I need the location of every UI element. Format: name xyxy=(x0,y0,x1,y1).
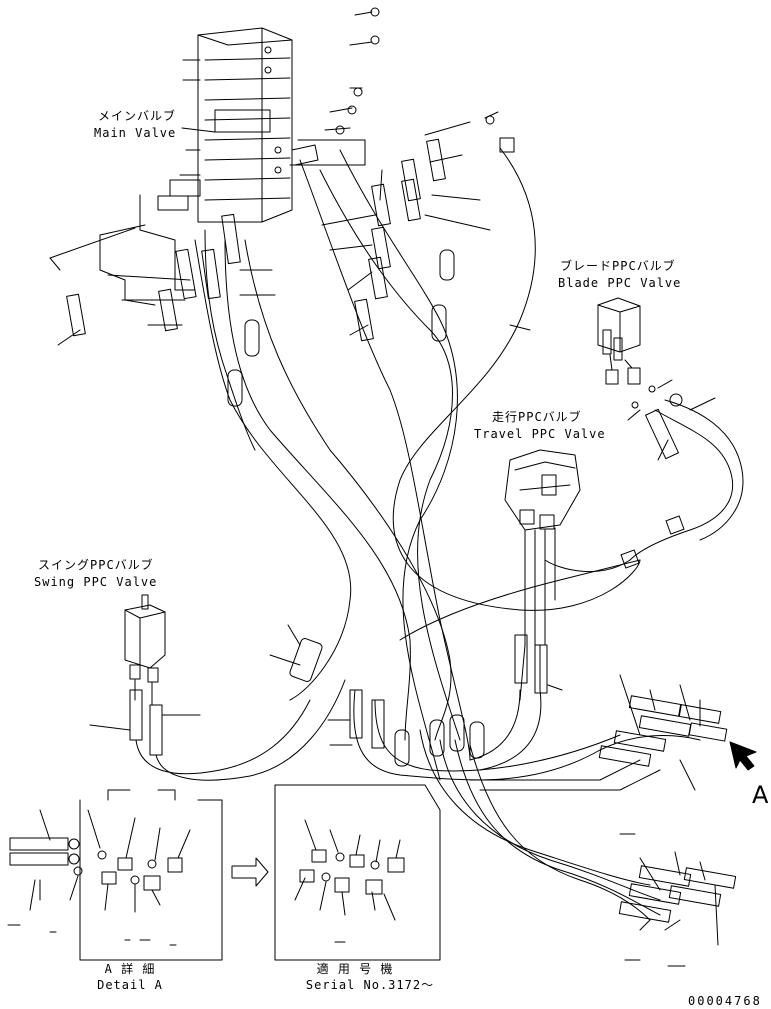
detail-a-label-en: Detail A xyxy=(97,978,163,992)
hose-to-blade xyxy=(392,147,641,611)
hose-bundle-left xyxy=(49,194,452,741)
serial-panel xyxy=(274,784,441,961)
travel-ppc-label-jp: 走行PPCバルブ xyxy=(492,410,582,424)
swing-ppc-label-jp: スイングPPCバルブ xyxy=(38,558,154,572)
swing-ppc-label-en: Swing PPC Valve xyxy=(34,575,158,589)
blade-ppc-label-en: Blade PPC Valve xyxy=(558,276,682,290)
hose-bundle-lower xyxy=(327,674,737,967)
hose-bundle-center xyxy=(289,121,491,781)
detail-a-panel xyxy=(7,789,223,961)
view-letter-a: A xyxy=(752,781,770,809)
travel-ppc-valve xyxy=(469,449,631,771)
main-valve-label-jp: メインバルブ xyxy=(98,109,177,123)
serial-label-jp: 適 用 号 機 xyxy=(316,962,394,976)
main-valve xyxy=(157,7,515,223)
travel-ppc-label-en: Travel PPC Valve xyxy=(474,427,606,441)
serial-label-en: Serial No.3172～ xyxy=(305,978,435,992)
view-arrow-icon xyxy=(729,741,757,771)
drawing-code: 00004768 xyxy=(688,994,762,1008)
blade-ppc-label-jp: ブレードPPCバルブ xyxy=(560,259,676,273)
blade-ppc-valve xyxy=(399,297,744,641)
main-valve-label-en: Main Valve xyxy=(94,126,177,140)
swing-ppc-valve xyxy=(89,594,346,781)
conversion-arrow-icon xyxy=(231,857,269,887)
detail-a-label-jp: A 詳 細 xyxy=(104,962,156,976)
